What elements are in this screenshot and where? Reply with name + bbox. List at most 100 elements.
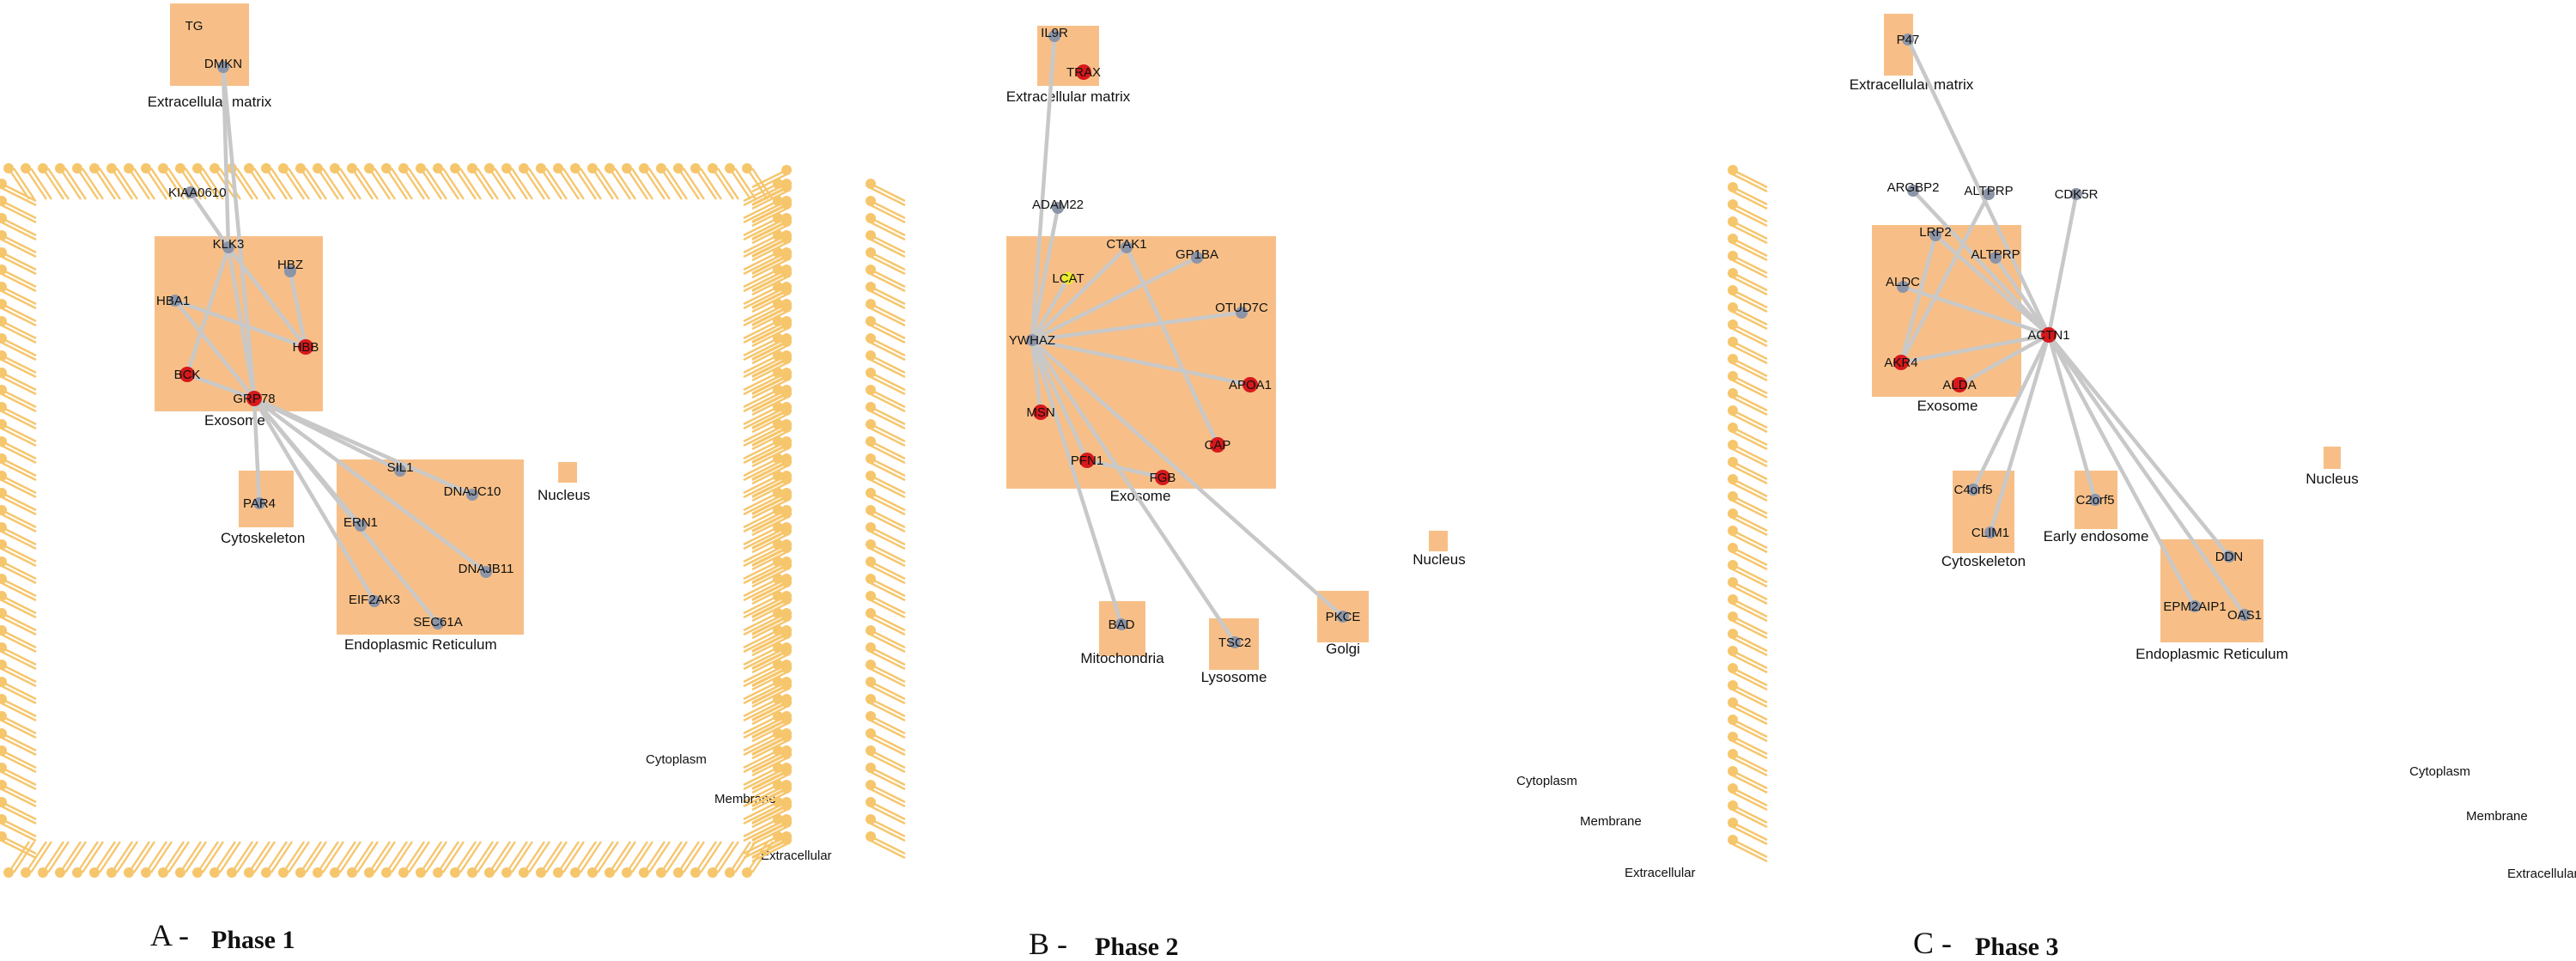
node-KIAA0610[interactable]: KIAA0610 <box>168 186 227 200</box>
node-LCAT[interactable]: LCAT <box>1052 271 1084 286</box>
node-dot[interactable] <box>284 265 296 277</box>
node-EIF2AK3[interactable]: EIF2AK3 <box>349 593 400 607</box>
node-dot[interactable] <box>1155 470 1170 485</box>
node-ALDC[interactable]: ALDC <box>1886 275 1920 293</box>
node-LRP2[interactable]: LRP2 <box>1919 225 1952 241</box>
node-dot[interactable] <box>432 617 444 630</box>
node-CAP[interactable]: CAP <box>1205 437 1231 453</box>
node-dot[interactable] <box>2223 550 2235 563</box>
node-HBA1[interactable]: HBA1 <box>156 294 190 308</box>
node-dot[interactable] <box>2041 327 2057 343</box>
node-ALTPRP_b[interactable]: ALTPRP <box>1971 247 2020 264</box>
node-BCK[interactable]: BCK <box>174 367 201 382</box>
node-ADAM22[interactable]: ADAM22 <box>1032 198 1084 214</box>
node-C2orf5[interactable]: C2orf5 <box>2075 493 2114 508</box>
node-dot[interactable] <box>253 497 265 509</box>
node-PFN1[interactable]: PFN1 <box>1071 453 1103 468</box>
node-IL9R[interactable]: IL9R <box>1041 26 1068 42</box>
node-dot[interactable] <box>246 391 262 406</box>
node-dot[interactable] <box>2070 188 2082 200</box>
node-DDN[interactable]: DDN <box>2215 550 2244 564</box>
edge-PFN1-FGB <box>1084 458 1165 480</box>
node-dot[interactable] <box>1079 453 1095 468</box>
node-dot[interactable] <box>2239 609 2251 621</box>
node-dot[interactable] <box>217 61 229 73</box>
node-dot[interactable] <box>169 295 181 307</box>
node-FGB[interactable]: FGB <box>1150 470 1176 485</box>
node-label: ALTPRP <box>1964 184 2013 198</box>
node-dot[interactable] <box>1115 618 1127 630</box>
node-TRAX[interactable]: TRAX <box>1066 64 1101 80</box>
node-dot[interactable] <box>2089 494 2101 506</box>
node-P47[interactable]: P47 <box>1897 33 1920 47</box>
node-APOA1[interactable]: APOA1 <box>1229 377 1272 392</box>
node-dot[interactable] <box>1897 281 1909 293</box>
node-dot[interactable] <box>1893 355 1909 370</box>
node-dot[interactable] <box>1229 636 1241 648</box>
node-dot[interactable] <box>179 367 195 382</box>
node-dot[interactable] <box>1242 377 1258 392</box>
node-dot[interactable] <box>1191 252 1203 264</box>
node-dot[interactable] <box>1033 404 1048 420</box>
node-CDK5R[interactable]: CDK5R <box>2055 187 2099 202</box>
node-dot[interactable] <box>1990 252 2002 264</box>
node-dot[interactable] <box>1929 229 1941 241</box>
node-dot[interactable] <box>355 520 367 532</box>
node-SIL1[interactable]: SIL1 <box>387 460 414 477</box>
node-dot[interactable] <box>1052 202 1064 214</box>
node-dot[interactable] <box>1337 611 1349 623</box>
node-dot[interactable] <box>298 339 313 355</box>
node-DNAJC10[interactable]: DNAJC10 <box>444 484 501 501</box>
node-DNAJB11[interactable]: DNAJB11 <box>459 562 514 578</box>
node-dot[interactable] <box>1210 437 1225 453</box>
node-dot[interactable] <box>1026 334 1038 346</box>
node-SEC61A[interactable]: SEC61A <box>413 615 463 630</box>
node-EPM2AIP1[interactable]: EPM2AIP1 <box>2163 599 2226 614</box>
node-GRP78[interactable]: GRP78 <box>233 391 276 406</box>
node-KLK3[interactable]: KLK3 <box>213 237 245 253</box>
node-TSC2[interactable]: TSC2 <box>1218 636 1251 650</box>
node-OTUD7C[interactable]: OTUD7C <box>1215 301 1268 319</box>
node-dot[interactable] <box>1048 30 1060 42</box>
node-CLIM1[interactable]: CLIM1 <box>1971 526 2009 540</box>
node-HBB[interactable]: HBB <box>293 339 319 355</box>
node-dot[interactable] <box>185 186 197 198</box>
node-TG[interactable]: TG <box>185 19 204 33</box>
node-CTAK1[interactable]: CTAK1 <box>1106 237 1147 253</box>
node-PKCE[interactable]: PKCE <box>1326 610 1361 624</box>
node-ALDA[interactable]: ALDA <box>1942 377 1977 392</box>
node-BAD[interactable]: BAD <box>1109 617 1135 632</box>
node-OAS1[interactable]: OAS1 <box>2227 608 2262 623</box>
node-label: SIL1 <box>387 460 414 475</box>
node-dot[interactable] <box>480 566 492 578</box>
node-C4orf5[interactable]: C4orf5 <box>1953 483 1992 497</box>
node-dot[interactable] <box>1902 33 1914 46</box>
node-dot[interactable] <box>394 465 406 477</box>
node-ERN1[interactable]: ERN1 <box>343 515 378 532</box>
node-ACTN1[interactable]: ACTN1 <box>2027 327 2070 343</box>
node-dot[interactable] <box>222 241 234 253</box>
node-AKR4[interactable]: AKR4 <box>1884 355 1918 370</box>
node-dot[interactable] <box>1076 64 1091 80</box>
node-MSN[interactable]: MSN <box>1026 404 1055 420</box>
node-DMKN[interactable]: DMKN <box>204 57 242 73</box>
node-PAR4[interactable]: PAR4 <box>243 496 276 511</box>
node-ARGBP2[interactable]: ARGBP2 <box>1887 180 1940 197</box>
node-dot[interactable] <box>1967 484 1979 496</box>
node-dot[interactable] <box>1907 185 1919 197</box>
node-dot[interactable] <box>1236 307 1248 319</box>
node-GP1BA[interactable]: GP1BA <box>1176 247 1218 264</box>
node-YWHAZ[interactable]: YWHAZ <box>1009 333 1055 348</box>
node-dot[interactable] <box>1983 188 1995 200</box>
node-dot[interactable] <box>368 595 380 607</box>
node-dot[interactable] <box>1121 241 1133 253</box>
node-dot[interactable] <box>466 489 478 501</box>
node-dot[interactable] <box>1984 526 1996 538</box>
node-HBZ[interactable]: HBZ <box>277 258 303 277</box>
edge-ALTPRP_b-ACTN1 <box>1993 255 2051 338</box>
node-dot[interactable] <box>2189 600 2201 612</box>
node-label: EPM2AIP1 <box>2163 599 2226 614</box>
node-dot[interactable] <box>1062 272 1074 284</box>
node-dot[interactable] <box>1952 377 1967 392</box>
node-ALTPRP_a[interactable]: ALTPRP <box>1964 184 2014 200</box>
